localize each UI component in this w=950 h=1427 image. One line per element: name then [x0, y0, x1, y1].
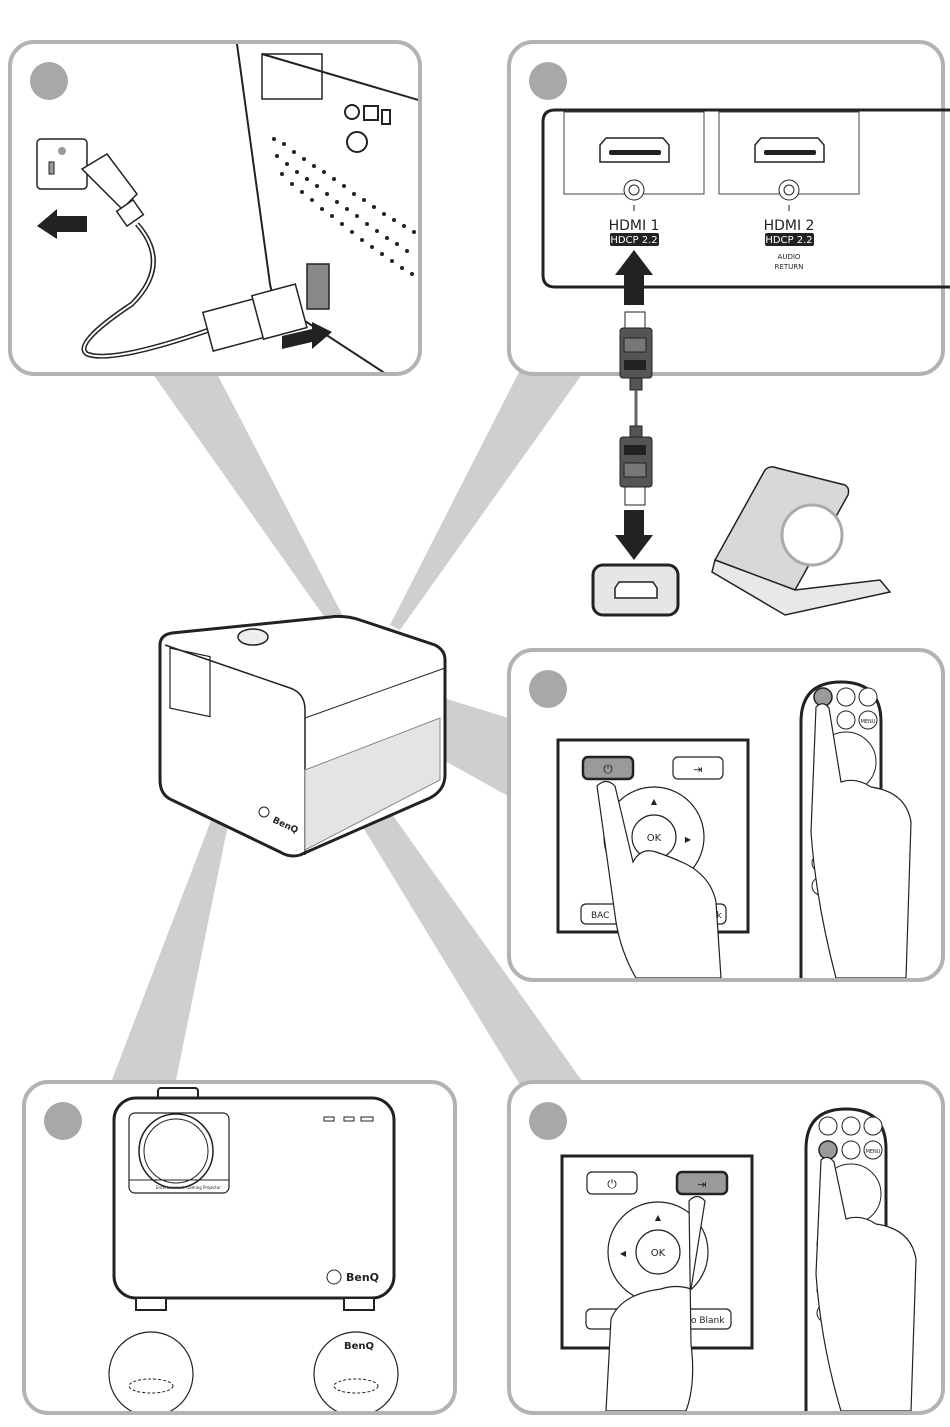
- keypad-ok-label: OK: [647, 833, 662, 844]
- lens: [139, 1114, 213, 1188]
- panel-adjust-height: Entertainment Gaming Projector BenQ BenQ: [22, 1080, 457, 1415]
- source-illustration: ⏻ ⇥ ▲ ◀ OK o Blank MENU: [511, 1084, 941, 1411]
- keypad-blank-label: o Blank: [691, 1316, 725, 1326]
- remote-keystone-button[interactable]: [864, 1117, 882, 1135]
- power-on-illustration: ⏻ ⇥ ▲ ▶ OK BAC ak MENU: [511, 652, 941, 978]
- remote-source-button[interactable]: [819, 1141, 837, 1159]
- panel-select-source: ⏻ ⇥ ▲ ◀ OK o Blank MENU: [507, 1080, 945, 1415]
- remote-mic-button[interactable]: [837, 711, 855, 729]
- source-icon: ⇥: [693, 763, 702, 776]
- projector-focus-knob: [238, 629, 268, 645]
- right-adjuster-foot[interactable]: [344, 1298, 374, 1310]
- remote-mic-button[interactable]: [842, 1141, 860, 1159]
- power-icon: ⏻: [603, 762, 613, 776]
- remote-menu-label: MENU: [861, 719, 876, 725]
- left-foot-zoom-circle: [109, 1332, 193, 1411]
- up-arrow-icon: ▲: [651, 797, 658, 806]
- remote-keystone-button[interactable]: [859, 688, 877, 706]
- lens-caption: Entertainment Gaming Projector: [156, 1185, 221, 1190]
- panel-power-on: ⏻ ⇥ ▲ ▶ OK BAC ak MENU: [507, 648, 945, 982]
- keypad-ok-label: OK: [651, 1248, 666, 1259]
- right-arrow-icon: ▶: [685, 835, 692, 844]
- remote-focus-button[interactable]: [842, 1117, 860, 1135]
- source-icon: ⇥: [697, 1178, 706, 1191]
- remote-focus-button[interactable]: [837, 688, 855, 706]
- up-arrow-icon: ▲: [655, 1213, 662, 1222]
- power-icon: ⏻: [607, 1177, 617, 1191]
- left-adjuster-foot[interactable]: [136, 1298, 166, 1310]
- adjust-brand-label: BenQ: [346, 1271, 379, 1284]
- left-arrow-icon: ◀: [620, 1249, 627, 1258]
- zoom-brand-label: BenQ: [344, 1341, 374, 1352]
- adjust-illustration: Entertainment Gaming Projector BenQ BenQ: [26, 1084, 453, 1411]
- remote-power-button[interactable]: [819, 1117, 837, 1135]
- remote-menu-label: MENU: [866, 1149, 881, 1155]
- keypad-back-label: BAC: [591, 911, 609, 921]
